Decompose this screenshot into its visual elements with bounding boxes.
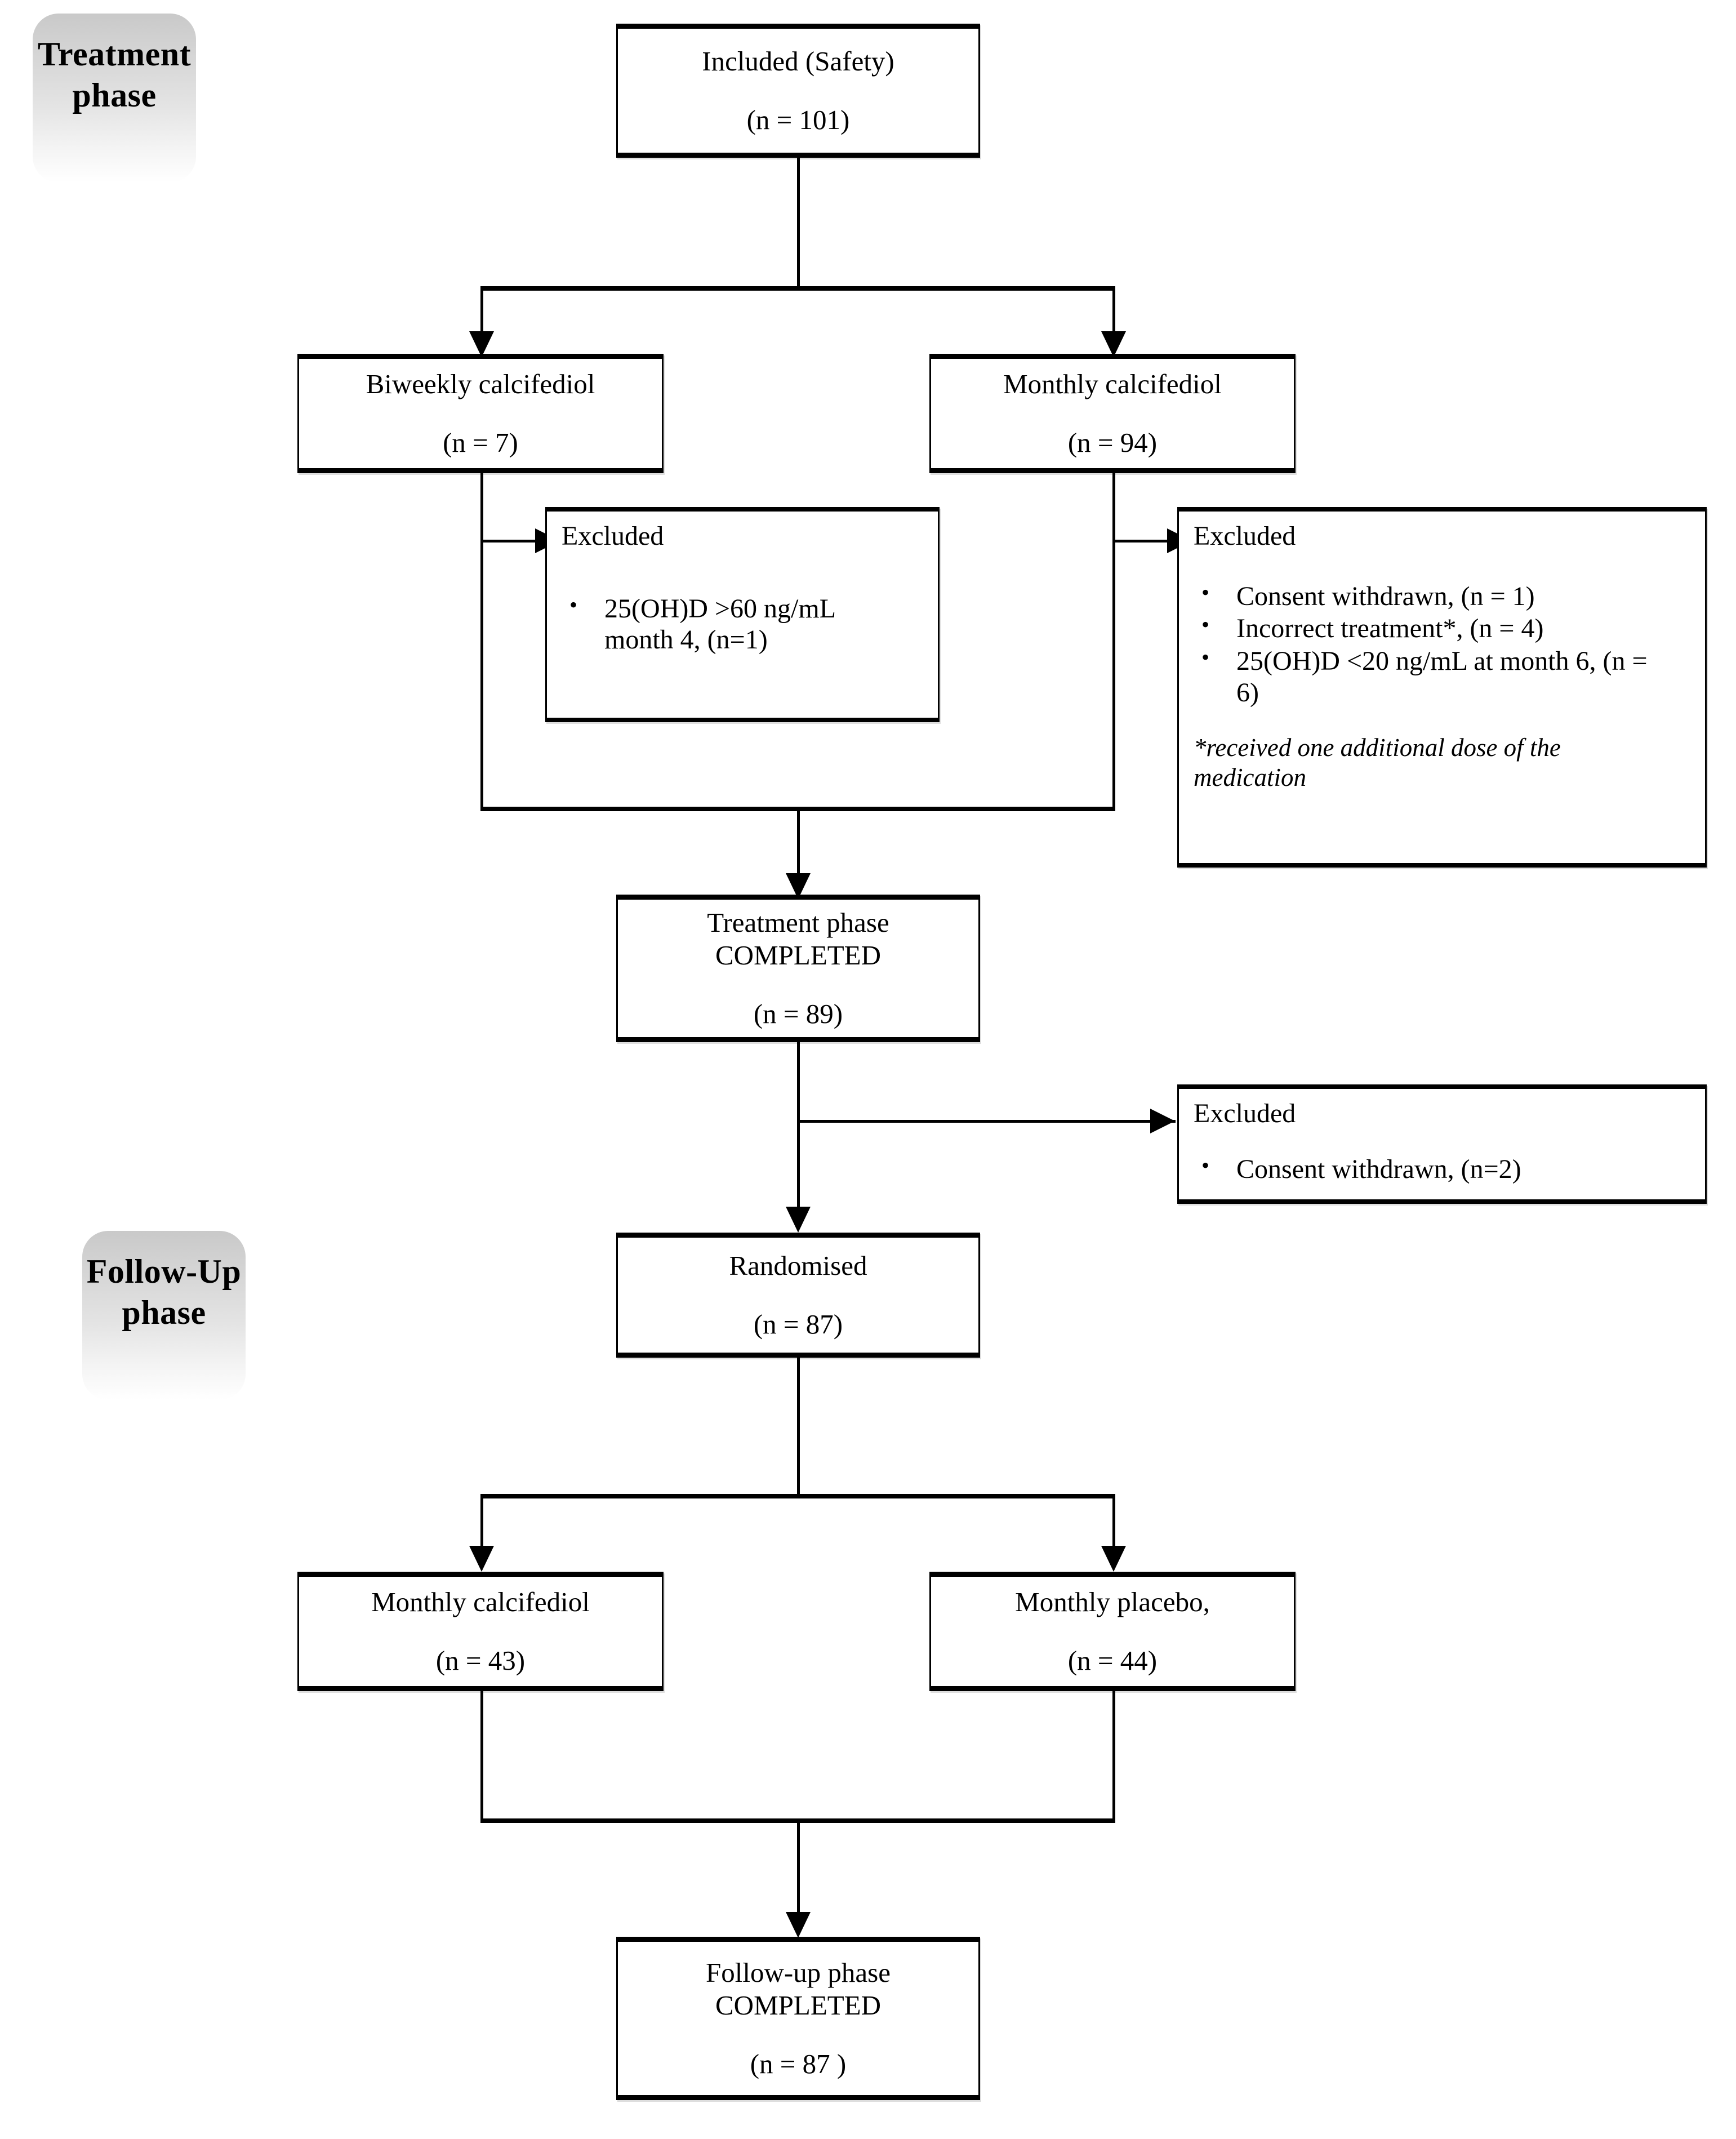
node-monthly-title: Monthly calcifediol [1003, 368, 1222, 400]
phase-label-followup: Follow-Up phase [82, 1231, 246, 1400]
connector-randomised-stem [797, 1358, 800, 1496]
excluded-monthly-list: Consent withdrawn, (n = 1) Incorrect tre… [1194, 580, 1693, 709]
connector-treatment-completed-down [797, 1042, 800, 1211]
node-followup-placebo: Monthly placebo, (n = 44) [929, 1572, 1296, 1691]
connector-fu-placebo-down [1112, 1691, 1115, 1821]
arrow-to-monthly [1101, 331, 1126, 357]
connector-biweekly-down [480, 473, 483, 810]
arrow-to-biweekly [469, 331, 494, 357]
phase-label-followup-text: Follow-Up phase [87, 1231, 242, 1333]
connector-to-biweekly [480, 286, 483, 335]
connector-to-excluded-randomisation [797, 1120, 1176, 1123]
phase-treatment-line2: phase [72, 77, 157, 114]
arrow-to-randomised [786, 1207, 811, 1233]
node-treatment-completed-line2: COMPLETED [715, 940, 881, 971]
node-monthly-count: (n = 94) [1067, 427, 1158, 458]
phase-label-treatment-text: Treatment phase [38, 14, 191, 116]
connector-to-monthly [1112, 286, 1115, 335]
excluded-monthly-footnote: *received one additional dose of the med… [1194, 733, 1561, 792]
arrow-to-fu-placebo [1101, 1546, 1126, 1572]
node-followup-calcifediol-count: (n = 43) [435, 1645, 526, 1676]
connector-merge-stem-followup [797, 1818, 800, 1916]
list-item: 25(OH)D <20 ng/mL at month 6, (n = 6) [1194, 644, 1664, 708]
list-item: Consent withdrawn, (n = 1) [1194, 580, 1693, 612]
list-item: Incorrect treatment*, (n = 4) [1194, 612, 1693, 644]
node-followup-completed-count: (n = 87 ) [750, 2048, 847, 2079]
connector-monthly-down [1112, 473, 1115, 810]
node-biweekly-count: (n = 7) [443, 427, 518, 458]
connector-fu-calcifediol-down [480, 1691, 483, 1821]
node-excluded-biweekly: Excluded 25(OH)D >60 ng/mL month 4, (n=1… [545, 507, 940, 722]
node-included-safety-count: (n = 101) [746, 104, 850, 135]
node-excluded-monthly: Excluded Consent withdrawn, (n = 1) Inco… [1177, 507, 1707, 868]
node-biweekly-calcifediol: Biweekly calcifediol (n = 7) [297, 354, 664, 473]
phase-label-treatment: Treatment phase [33, 14, 196, 183]
node-followup-placebo-title: Monthly placebo, [1015, 1586, 1210, 1618]
node-followup-calcifediol: Monthly calcifediol (n = 43) [297, 1572, 664, 1691]
arrow-to-excluded-randomisation [1150, 1109, 1175, 1133]
node-treatment-completed: Treatment phase COMPLETED (n = 89) [616, 895, 980, 1042]
arrow-to-fu-calcifediol [469, 1546, 494, 1572]
node-excluded-randomisation: Excluded Consent withdrawn, (n=2) [1177, 1084, 1707, 1204]
excluded-biweekly-list: 25(OH)D >60 ng/mL month 4, (n=1) [562, 592, 925, 656]
node-followup-completed-line2: COMPLETED [715, 1990, 881, 2021]
node-followup-completed: Follow-up phase COMPLETED (n = 87 ) [616, 1937, 980, 2100]
phase-treatment-line1: Treatment [37, 35, 192, 73]
excluded-randomisation-list: Consent withdrawn, (n=2) [1194, 1153, 1693, 1185]
list-item: 25(OH)D >60 ng/mL month 4, (n=1) [562, 592, 897, 656]
node-randomised-title: Randomised [729, 1250, 867, 1282]
connector-split-bar-top [482, 286, 1115, 291]
node-included-safety-title: Included (Safety) [702, 46, 894, 77]
excluded-monthly-heading: Excluded [1194, 521, 1296, 551]
connector-included-stem [797, 158, 800, 288]
node-followup-calcifediol-title: Monthly calcifediol [371, 1586, 590, 1618]
node-included-safety: Included (Safety) (n = 101) [616, 24, 980, 158]
connector-biweekly-to-excluded [480, 540, 538, 542]
node-followup-completed-line1: Follow-up phase [706, 1957, 891, 1989]
node-treatment-completed-count: (n = 89) [753, 998, 843, 1029]
connector-split-bar-followup [480, 1494, 1115, 1498]
arrow-to-followup-completed [786, 1912, 811, 1938]
excluded-biweekly-heading: Excluded [562, 521, 664, 551]
connector-to-fu-calcifediol [480, 1494, 483, 1550]
node-randomised: Randomised (n = 87) [616, 1233, 980, 1358]
node-treatment-completed-line1: Treatment phase [707, 907, 889, 939]
phase-followup-line2: phase [122, 1294, 206, 1332]
node-biweekly-title: Biweekly calcifediol [366, 368, 595, 400]
connector-monthly-to-excluded [1112, 540, 1170, 542]
node-monthly-calcifediol: Monthly calcifediol (n = 94) [929, 354, 1296, 473]
phase-followup-line1: Follow-Up [86, 1253, 242, 1290]
node-randomised-count: (n = 87) [753, 1309, 843, 1340]
excluded-randomisation-heading: Excluded [1194, 1099, 1296, 1128]
node-followup-placebo-count: (n = 44) [1067, 1645, 1158, 1676]
connector-merge-stem-treatment [797, 807, 800, 877]
connector-to-fu-placebo [1112, 1494, 1115, 1550]
list-item: Consent withdrawn, (n=2) [1194, 1153, 1693, 1185]
